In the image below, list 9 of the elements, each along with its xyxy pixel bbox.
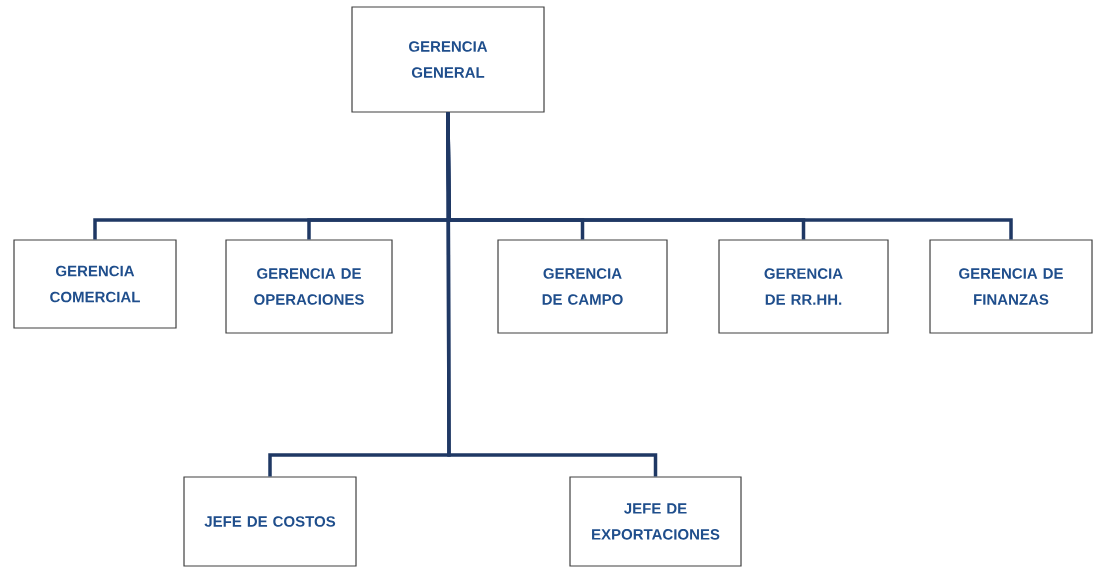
org-box: GERENCIA DE CAMPO: [497, 239, 668, 334]
org-box: GERENCIA GENERAL: [351, 6, 545, 113]
org-box: JEFE DE COSTOS: [183, 476, 357, 567]
org-box: GERENCIA COMERCIAL: [13, 239, 177, 329]
org-box: JEFE DE EXPORTACIONES: [569, 476, 742, 567]
org-box: GERENCIA DE RR.HH.: [718, 239, 889, 334]
connector-line: [446, 112, 658, 477]
org-box: GERENCIA DE OPERACIONES: [225, 239, 393, 334]
org-box: GERENCIA DE FINANZAS: [929, 239, 1093, 334]
